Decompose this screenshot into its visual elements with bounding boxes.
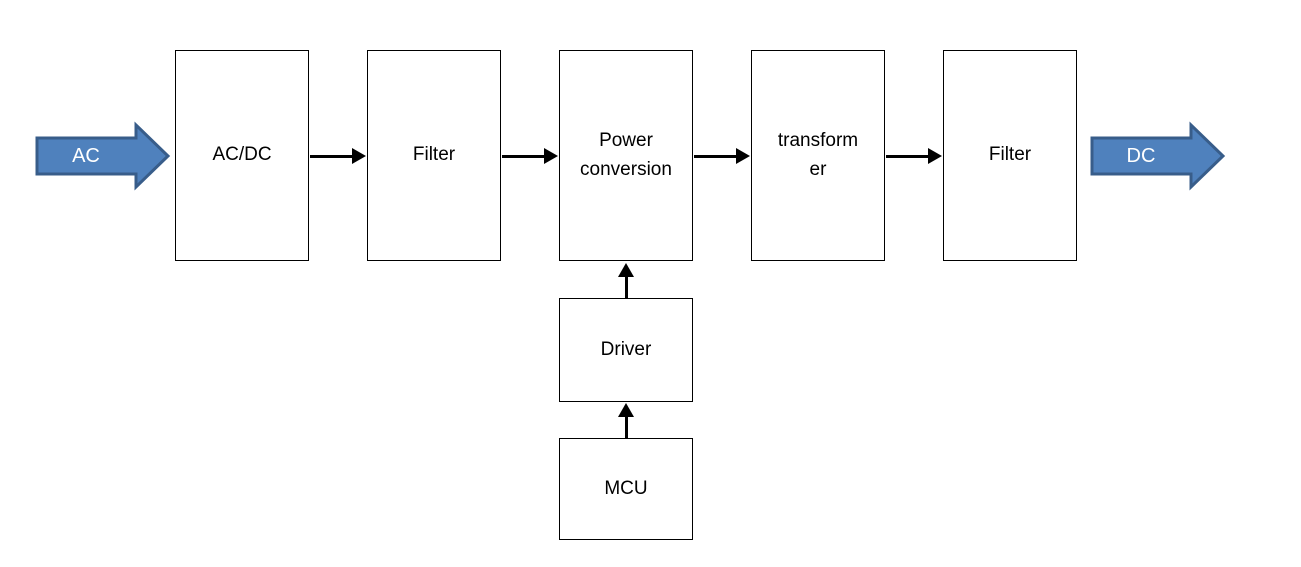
node-power-conversion: Power conversion bbox=[559, 50, 693, 261]
node-filter-input: Filter bbox=[367, 50, 501, 261]
node-filter-output: Filter bbox=[943, 50, 1077, 261]
right-block-arrow-icon bbox=[1090, 121, 1226, 191]
dc-output-block-arrow: DC bbox=[1090, 121, 1227, 191]
node-mcu: MCU bbox=[559, 438, 693, 540]
node-driver-label: Driver bbox=[600, 338, 652, 360]
node-power-conversion-label: Power conversion bbox=[580, 130, 672, 180]
node-transformer-label: transform er bbox=[777, 130, 859, 180]
arrow-power-to-transformer-icon bbox=[694, 148, 750, 164]
arrow-transformer-to-filter-icon bbox=[886, 148, 942, 164]
arrow-filter-to-power-icon bbox=[502, 148, 558, 164]
arrow-mcu-to-driver-icon bbox=[618, 403, 634, 438]
node-filter-output-label: Filter bbox=[988, 144, 1032, 166]
node-driver: Driver bbox=[559, 298, 693, 402]
right-block-arrow-icon bbox=[35, 121, 171, 191]
node-mcu-label: MCU bbox=[604, 477, 648, 499]
node-filter-input-label: Filter bbox=[412, 144, 456, 166]
node-transformer: transform er bbox=[751, 50, 885, 261]
node-ac-dc-label: AC/DC bbox=[212, 144, 272, 166]
dc-output-label: DC bbox=[1126, 144, 1156, 167]
arrow-driver-to-power-icon bbox=[618, 263, 634, 298]
arrow-acdc-to-filter-icon bbox=[310, 148, 366, 164]
ac-input-label: AC bbox=[72, 144, 100, 167]
node-ac-dc: AC/DC bbox=[175, 50, 309, 261]
ac-input-block-arrow: AC bbox=[35, 121, 172, 191]
